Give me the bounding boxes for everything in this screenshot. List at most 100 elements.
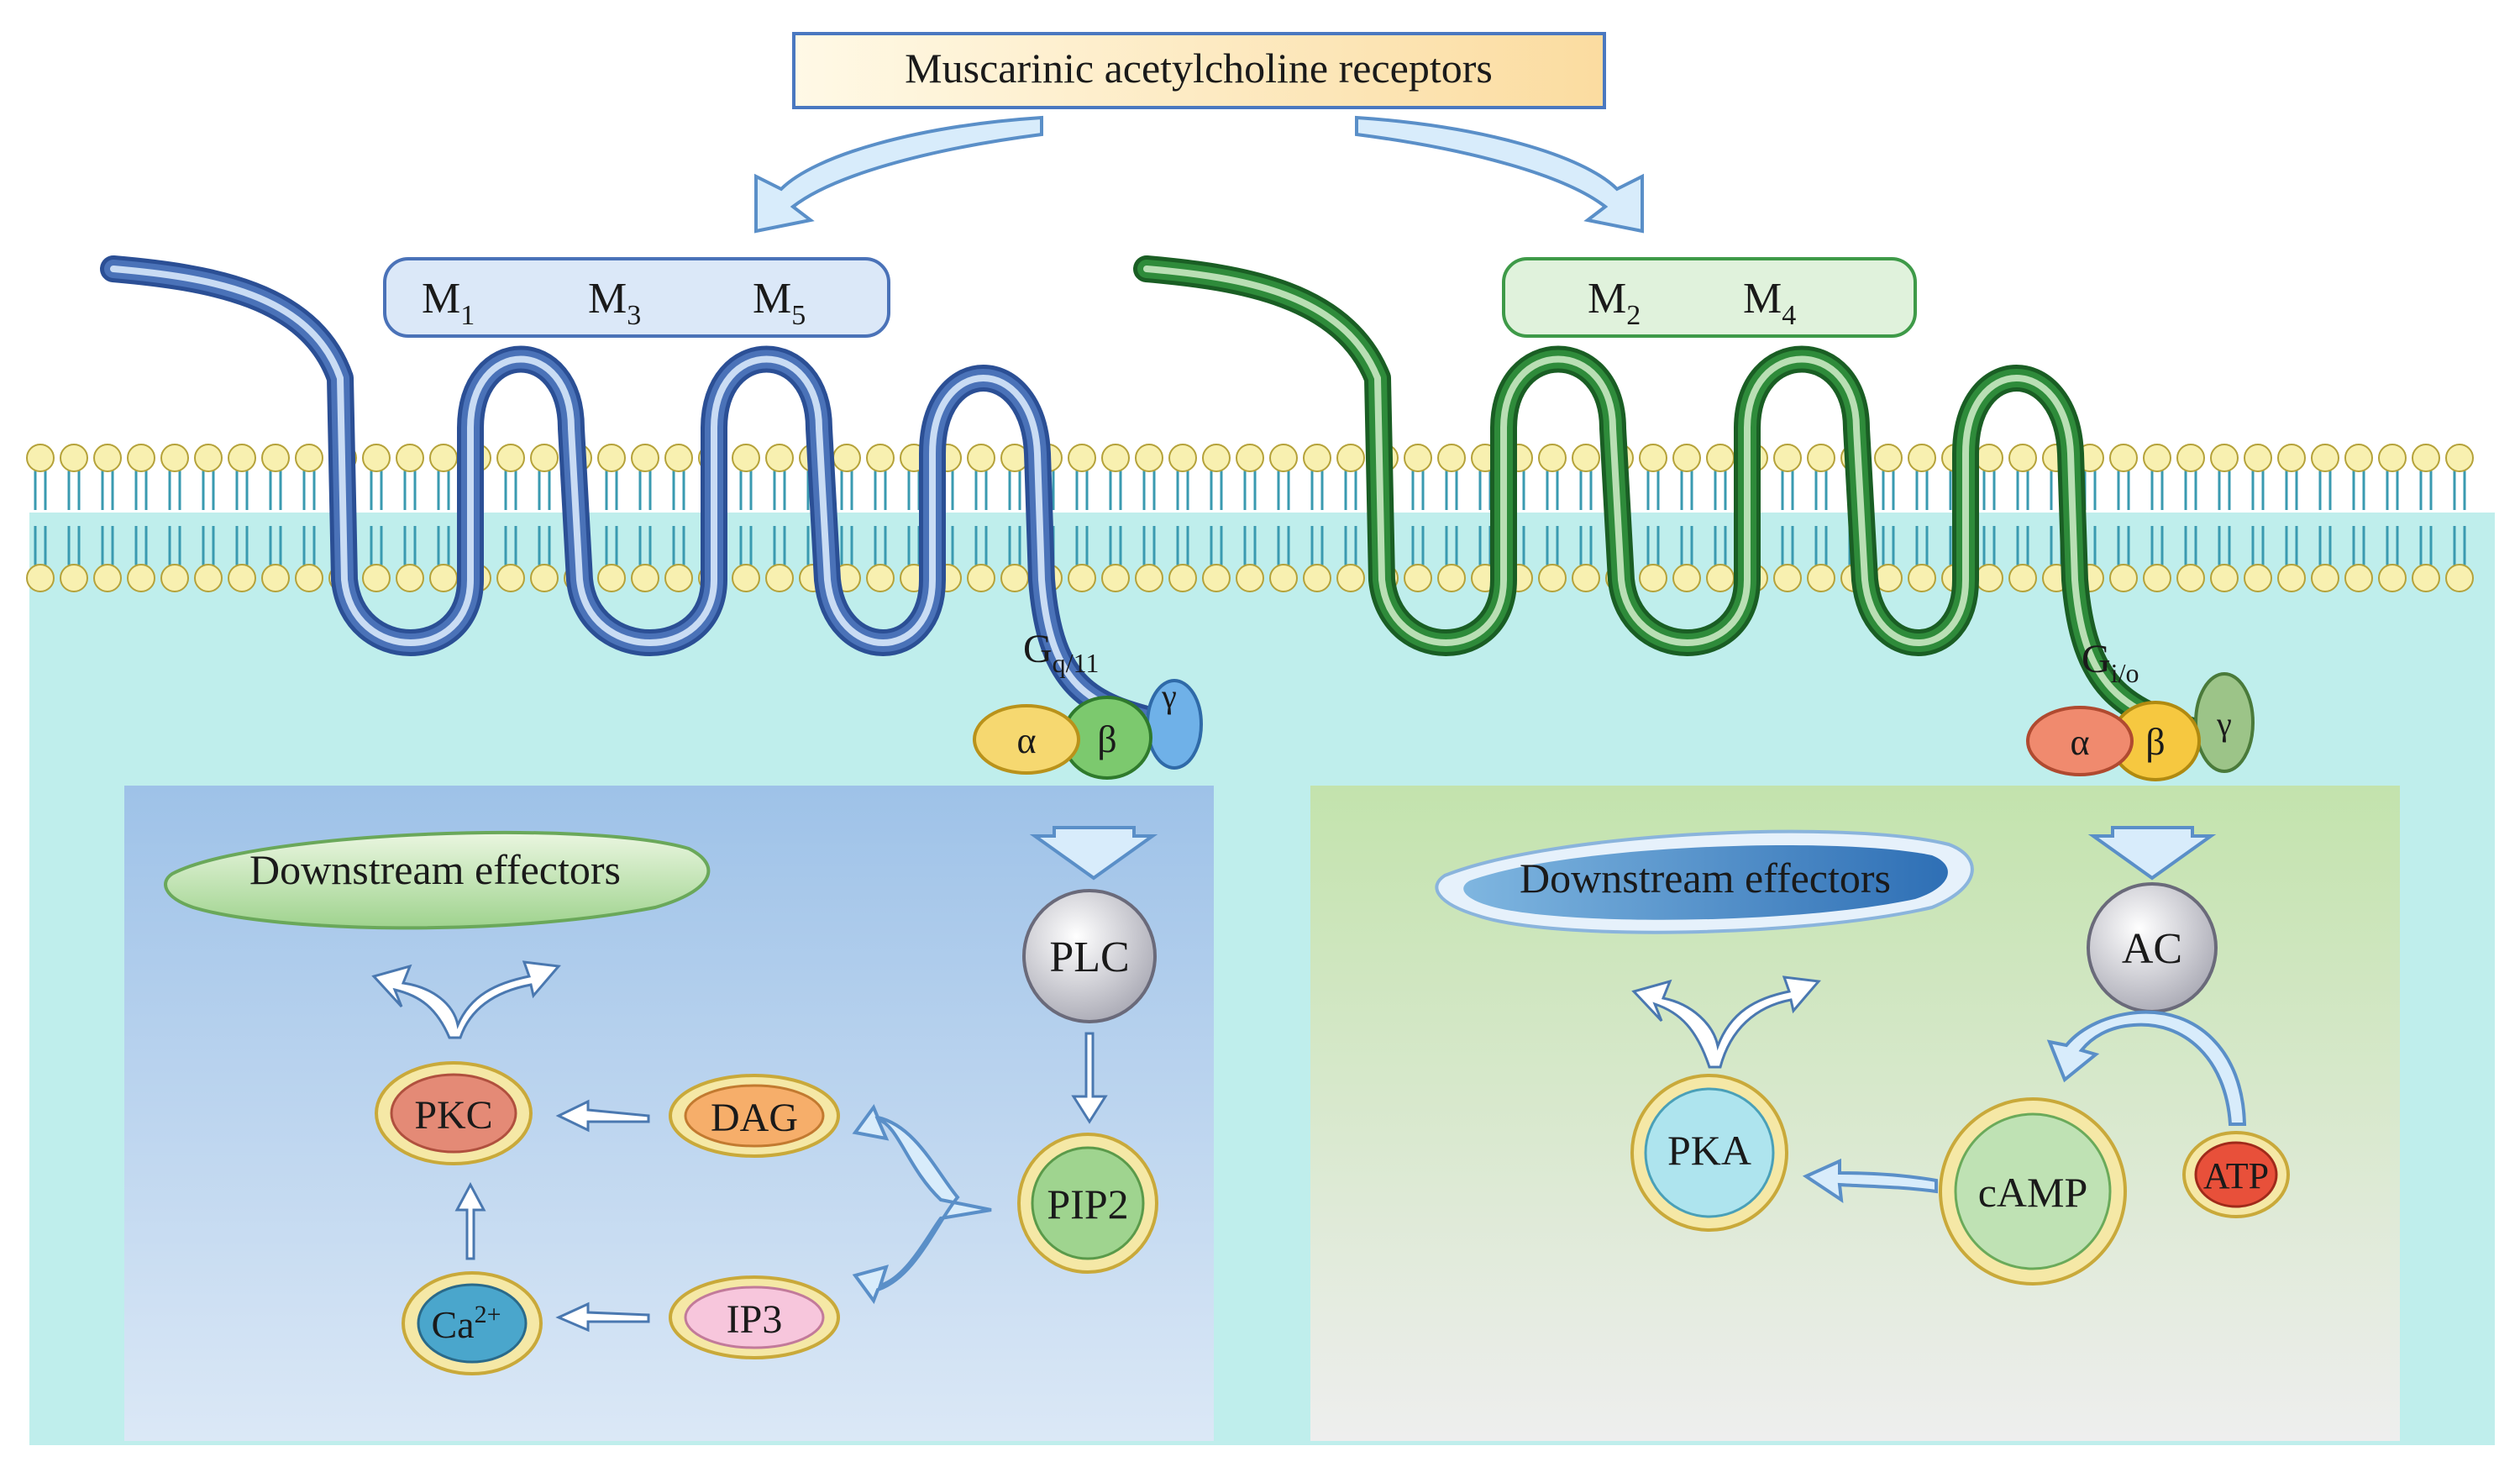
- lipid-head: [1975, 564, 2003, 592]
- lipid-tail: [1814, 470, 1828, 566]
- lipid-head: [2176, 564, 2205, 592]
- left-downstream-effectors: Downstream effectors: [164, 830, 711, 930]
- lipid-head: [1639, 564, 1667, 592]
- lipid-head: [1706, 444, 1735, 472]
- lipid-head: [1908, 564, 1936, 592]
- lipid-tail: [1714, 470, 1727, 566]
- svg-text:α: α: [1016, 720, 1036, 761]
- lipid-head: [1807, 564, 1835, 592]
- lipid-tail: [1680, 470, 1693, 566]
- lipid-tail: [168, 470, 181, 566]
- left-g-protein-label: Gq/11: [1023, 627, 1099, 678]
- lipid-head: [1672, 564, 1701, 592]
- lipid-head: [2277, 444, 2306, 472]
- lipid-head: [664, 444, 693, 472]
- lipid-head: [228, 444, 256, 472]
- lipid-tail: [34, 470, 47, 566]
- lipid-head: [93, 444, 122, 472]
- lipid-head: [2311, 444, 2339, 472]
- lipid-head: [1068, 564, 1096, 592]
- lipid-head: [2344, 444, 2373, 472]
- svg-text:DAG: DAG: [711, 1096, 798, 1140]
- lipid-head: [631, 444, 659, 472]
- lipid-tail: [1008, 470, 1021, 566]
- lipid-head: [1404, 564, 1432, 592]
- lipid-tail: [1781, 470, 1794, 566]
- lipid-tail: [773, 470, 786, 566]
- lipid-head: [362, 564, 391, 592]
- arrow-title-to-left: [754, 115, 1043, 234]
- lipid-tail: [1210, 470, 1223, 566]
- lipid-tail: [1344, 470, 1357, 566]
- arrow-atp-to-camp: [2046, 1010, 2247, 1126]
- lipid-head: [26, 444, 55, 472]
- lipid-head: [1773, 564, 1802, 592]
- lipid-head: [1202, 444, 1231, 472]
- lipid-tail: [2117, 470, 2130, 566]
- lipid-head: [2277, 564, 2306, 592]
- lipid-head: [1101, 564, 1130, 592]
- lipid-tail: [1411, 470, 1425, 566]
- lipid-head: [530, 444, 559, 472]
- lipid-head: [967, 444, 995, 472]
- lipid-head: [60, 444, 88, 472]
- lipid-head: [26, 564, 55, 592]
- lipid-tail: [538, 470, 551, 566]
- arrow-pkc-to-effectors: [371, 960, 561, 1039]
- lipid-head: [1303, 564, 1331, 592]
- arrow-dag-to-pkc: [555, 1099, 650, 1133]
- lipid-head: [2008, 444, 2037, 472]
- svg-text:PKC: PKC: [414, 1093, 492, 1138]
- lipid-tail: [1579, 470, 1593, 566]
- lipid-head: [261, 564, 290, 592]
- lipid-tail: [1915, 470, 1929, 566]
- lipid-head: [127, 564, 155, 592]
- pip2-node: PIP2: [1017, 1133, 1158, 1274]
- lipid-head: [2244, 444, 2272, 472]
- lipid-head: [1437, 564, 1466, 592]
- lipid-head: [295, 564, 323, 592]
- svg-text:Ca2+: Ca2+: [431, 1301, 501, 1346]
- lipid-tail: [974, 470, 988, 566]
- lipid-head: [732, 564, 760, 592]
- arrow-pka-to-effectors: [1631, 975, 1821, 1069]
- lipid-head: [765, 444, 794, 472]
- lipid-head: [530, 564, 559, 592]
- lipid-head: [1236, 444, 1264, 472]
- lipid-head: [1135, 444, 1163, 472]
- lipid-head: [1236, 564, 1264, 592]
- lipid-head: [1538, 564, 1567, 592]
- right-downstream-effectors: Downstream effectors: [1435, 829, 1974, 934]
- lipid-head: [1404, 444, 1432, 472]
- lipid-head: [597, 444, 626, 472]
- svg-text:γ: γ: [1161, 677, 1177, 715]
- title-text: Muscarinic acetylcholine receptors: [905, 45, 1493, 92]
- lipid-head: [967, 564, 995, 592]
- lipid-tail: [2251, 470, 2265, 566]
- pka-node: PKA: [1630, 1074, 1788, 1232]
- lipid-head: [2210, 444, 2239, 472]
- lipid-head: [2109, 444, 2138, 472]
- arrow-plc-to-pip2: [1071, 1032, 1108, 1124]
- lipid-head: [2378, 564, 2407, 592]
- pkc-node: PKC: [375, 1061, 533, 1165]
- lipid-head: [631, 564, 659, 592]
- lipid-head: [765, 564, 794, 592]
- dag-node: DAG: [669, 1074, 840, 1158]
- lipid-tail: [269, 470, 282, 566]
- lipid-head: [362, 444, 391, 472]
- arrow-ip3-to-calcium: [555, 1301, 650, 1333]
- lipid-tail: [370, 470, 383, 566]
- arrow-gi-to-ac: [2087, 826, 2217, 881]
- lipid-head: [1706, 564, 1735, 592]
- atp-node: ATP: [2182, 1131, 2290, 1218]
- lipid-head: [1572, 444, 1600, 472]
- lipid-head: [295, 444, 323, 472]
- lipid-head: [194, 564, 223, 592]
- lipid-head: [2008, 564, 2037, 592]
- lipid-tail: [1310, 470, 1324, 566]
- lipid-head: [1336, 564, 1365, 592]
- lipid-head: [2311, 564, 2339, 592]
- right-receptor-label-box: M2 M4: [1502, 257, 1917, 338]
- lipid-head: [1101, 444, 1130, 472]
